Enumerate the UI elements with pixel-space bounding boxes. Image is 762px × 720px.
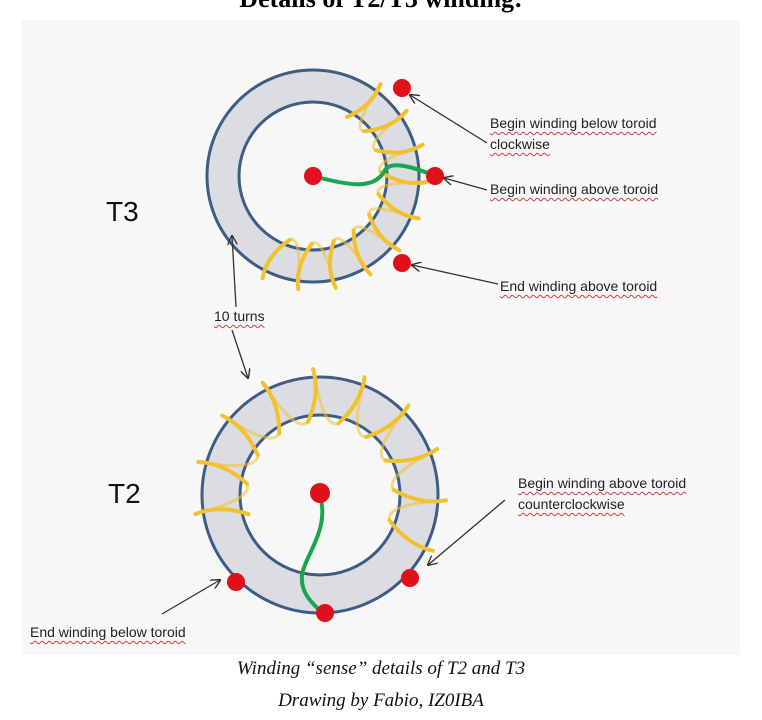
t2-winding-turn <box>387 518 435 553</box>
t2-winding-turn-link <box>390 447 438 491</box>
t2-winding-turn-link <box>387 498 446 521</box>
t2-label-end-below: End winding below toroid <box>30 624 186 640</box>
callout-arrows <box>161 95 506 615</box>
t2-winding-turn-link <box>221 414 281 440</box>
arrow-t3-begin-above <box>444 178 488 191</box>
arrow-turns-t2 <box>231 329 248 378</box>
t2-lead-wire <box>299 494 325 616</box>
t3-terminal-center <box>304 167 322 185</box>
t3-label-begin-above: Begin winding above toroid <box>490 181 659 197</box>
t2-winding-turn-link <box>195 482 250 516</box>
turns-label-text: 10 turns <box>214 308 265 324</box>
t3-terminal-end-above <box>393 254 411 272</box>
t3-winding-turn <box>260 237 292 281</box>
arrow-t2-end-below <box>161 580 220 615</box>
t3-label-begin-below: Begin winding below toroid <box>490 115 657 131</box>
caption-line-2: Drawing by Fabio, IZ0IBA <box>278 690 484 711</box>
turns-label: 10 turns <box>214 307 265 325</box>
t3-lead-wire <box>312 163 434 187</box>
t3-toroid <box>205 68 444 291</box>
t2-terminal-begin-above <box>401 569 419 587</box>
arrow-t2-begin-above <box>428 499 506 565</box>
arrow-t3-begin-below <box>410 95 488 144</box>
t2-terminal-bottom <box>316 604 334 622</box>
t3-name: T3 <box>106 196 139 227</box>
page-title: Details of T2/T3 winding: <box>0 0 762 14</box>
t2-terminal-end-below <box>227 573 245 591</box>
t2-winding-turn-link <box>311 368 340 426</box>
t2-winding-turn-link <box>261 381 309 426</box>
t3-terminal-begin-below <box>393 79 411 97</box>
t3-terminal-begin-above <box>426 167 444 185</box>
t2-label-begin-above-dir: counterclockwise <box>518 496 625 512</box>
caption-line-1: Winding “sense” details of T2 and T3 <box>236 658 526 679</box>
t2-toroid <box>193 367 448 622</box>
t2-winding-wire <box>193 367 448 553</box>
t2-winding-turn-link <box>355 376 367 439</box>
t2-winding-turn-link <box>198 454 260 467</box>
t2-terminal-center <box>310 483 330 503</box>
t3-label-begin-below-dir: clockwise <box>490 136 550 152</box>
t3-label-end-above: End winding above toroid <box>500 278 658 294</box>
arrow-turns-t3 <box>232 236 236 308</box>
t2-label-begin-above: Begin winding above toroid <box>518 475 687 491</box>
t2-winding-turn-link <box>380 404 410 462</box>
arrow-t3-end-above <box>412 265 499 285</box>
t3-winding-wire <box>260 82 429 291</box>
t2-name: T2 <box>108 478 141 509</box>
